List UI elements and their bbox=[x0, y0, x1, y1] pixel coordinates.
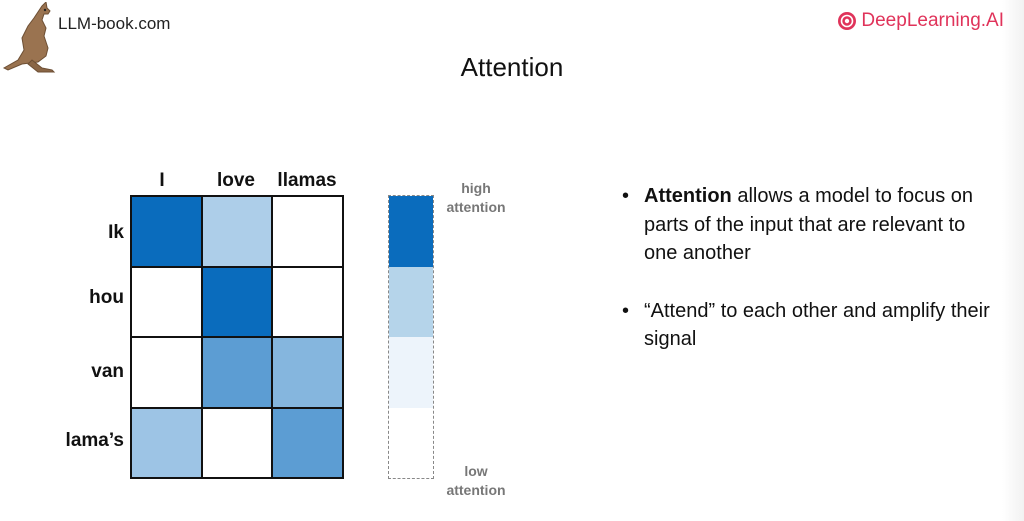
attention-cell bbox=[201, 196, 273, 267]
attention-cell bbox=[272, 407, 343, 478]
matrix-column-label: llamas bbox=[277, 170, 337, 191]
matrix-row-label: Ik bbox=[108, 222, 124, 243]
attention-cell bbox=[272, 196, 343, 267]
attention-cell bbox=[131, 196, 202, 267]
bullet-bold-text: Attention bbox=[644, 185, 732, 207]
bullet-dot: • bbox=[622, 185, 630, 207]
attention-cell bbox=[272, 266, 343, 337]
scale-high-label-line: attention bbox=[446, 199, 506, 215]
scale-high-label-line: high bbox=[461, 180, 491, 196]
attention-scale-segment bbox=[389, 337, 433, 408]
deeplearning-logo-icon bbox=[838, 12, 857, 30]
scale-low-label: low attention bbox=[436, 462, 516, 500]
brand-left-text: LLM-book.com bbox=[58, 14, 171, 33]
attention-cell bbox=[131, 266, 202, 337]
slide-title: Attention bbox=[460, 52, 564, 82]
scale-high-label: high attention bbox=[436, 179, 516, 217]
matrix-column-label: I bbox=[159, 170, 165, 191]
brand-left bbox=[2, 0, 62, 79]
slide-edge-shade bbox=[1002, 0, 1024, 521]
attention-cell bbox=[201, 337, 273, 408]
bullet-text: “Attend” to each other and amplify their… bbox=[644, 299, 990, 351]
attention-cell bbox=[131, 407, 202, 478]
attention-scale-segment bbox=[389, 266, 433, 337]
attention-cell bbox=[131, 337, 202, 408]
matrix-column-label: love bbox=[216, 170, 256, 191]
matrix-row-label: van bbox=[91, 361, 124, 382]
attention-cell bbox=[201, 266, 273, 337]
matrix-row-label: lama’s bbox=[65, 430, 124, 451]
attention-scale-segment bbox=[389, 407, 433, 478]
bullet-dot: • bbox=[622, 299, 630, 322]
kangaroo-icon bbox=[2, 0, 56, 73]
attention-matrix bbox=[130, 195, 344, 479]
attention-scale-segment bbox=[389, 196, 433, 267]
attention-cell bbox=[272, 337, 343, 408]
brand-right-text: DeepLearning.AI bbox=[861, 10, 1004, 31]
bullet-text: allows a model to focus on parts of the … bbox=[644, 185, 974, 264]
attention-scale-bar bbox=[388, 195, 434, 479]
bullet-item: • “Attend” to each other and amplify the… bbox=[620, 297, 1000, 354]
scale-low-label-line: attention bbox=[446, 482, 506, 498]
scale-low-label-line: low bbox=[464, 463, 488, 479]
attention-cell bbox=[201, 407, 273, 478]
bullet-list: • Attention allows a model to focus on p… bbox=[620, 182, 1000, 354]
brand-right: DeepLearning.AI bbox=[837, 10, 1004, 32]
bullet-item: • Attention allows a model to focus on p… bbox=[620, 182, 1000, 268]
matrix-row-label: hou bbox=[89, 287, 124, 308]
